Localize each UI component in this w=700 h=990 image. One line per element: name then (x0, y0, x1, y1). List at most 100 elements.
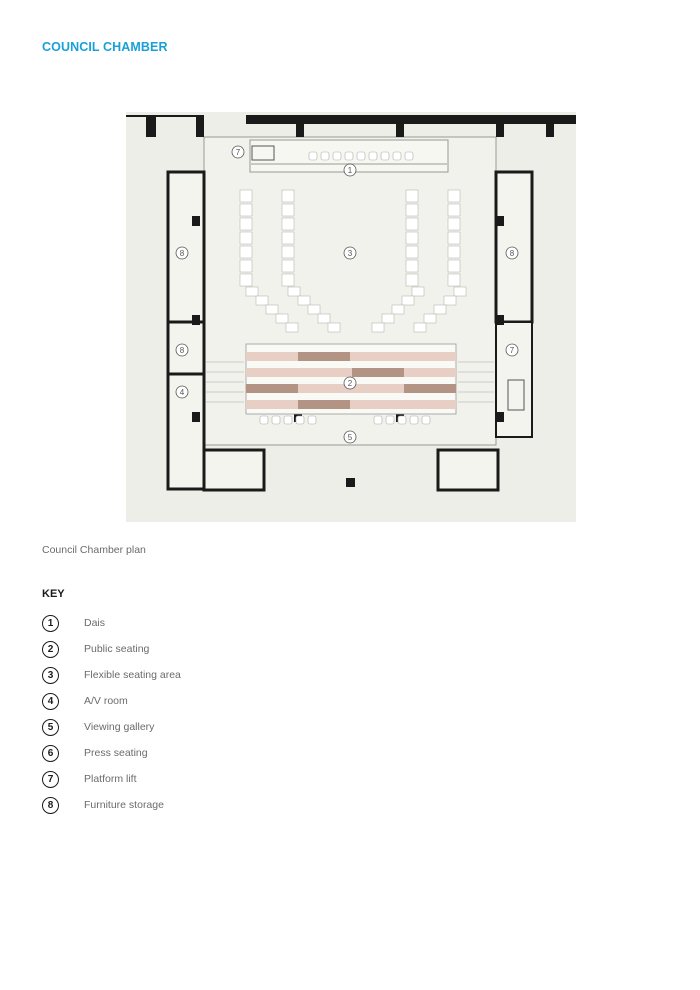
key-item: 3 Flexible seating area (42, 662, 181, 688)
svg-text:1: 1 (348, 166, 353, 175)
svg-text:4: 4 (180, 388, 185, 397)
svg-text:8: 8 (510, 249, 515, 258)
flex-desk (239, 203, 253, 217)
flex-desk (443, 295, 457, 306)
key-number-badge: 7 (42, 770, 59, 788)
flex-desk (405, 189, 419, 203)
flex-desk (405, 231, 419, 245)
dais-chair (404, 151, 414, 161)
flex-desk (281, 189, 295, 203)
flex-desk (433, 304, 447, 315)
plan-label-storage-left-upper: 8 (175, 246, 189, 260)
svg-text:8: 8 (180, 346, 185, 355)
flex-desk (371, 322, 385, 333)
top-wall (246, 115, 576, 124)
plan-label-dais: 1 (343, 163, 357, 177)
dais-chair (344, 151, 354, 161)
flex-desk (447, 217, 461, 231)
key-number-badge: 5 (42, 718, 59, 736)
gallery-chair (385, 415, 395, 425)
key-label: Public seating (84, 643, 150, 655)
key-label: Furniture storage (84, 799, 164, 811)
gallery-chair (409, 415, 419, 425)
flex-desk (297, 295, 311, 306)
key-number-badge: 1 (42, 614, 59, 632)
plan-label-storage-right: 8 (505, 246, 519, 260)
plan-label-storage-left-lower: 8 (175, 343, 189, 357)
flex-desk (239, 245, 253, 259)
flexible-seating-desks (239, 189, 467, 333)
flex-desk (265, 304, 279, 315)
flex-desk (281, 259, 295, 273)
flex-desk (423, 313, 437, 324)
flex-desk (391, 304, 405, 315)
gallery-chair (283, 415, 293, 425)
page-title: COUNCIL CHAMBER (42, 40, 168, 54)
gallery-chair (295, 415, 305, 425)
gallery-chair (259, 415, 269, 425)
key-number-badge: 4 (42, 692, 59, 710)
flex-desk (447, 231, 461, 245)
flex-desk (285, 322, 299, 333)
flex-desk (281, 245, 295, 259)
gallery-chair (373, 415, 383, 425)
svg-text:7: 7 (510, 346, 515, 355)
key-number-badge: 6 (42, 744, 59, 762)
dais-chair (368, 151, 378, 161)
key-number-badge: 8 (42, 796, 59, 814)
seat-row-dark (404, 384, 456, 393)
key-label: Flexible seating area (84, 669, 181, 681)
dais-chairs (308, 151, 414, 161)
svg-text:5: 5 (348, 433, 353, 442)
flex-desk (327, 322, 341, 333)
flex-desk (453, 286, 467, 297)
flex-desk (405, 273, 419, 287)
plan-label-av-room: 4 (175, 385, 189, 399)
dais-chair (308, 151, 318, 161)
dais-chair (332, 151, 342, 161)
key-item: 8 Furniture storage (42, 792, 181, 818)
gallery-chair (397, 415, 407, 425)
flex-desk (413, 322, 427, 333)
key-label: Platform lift (84, 773, 137, 785)
key-label: Viewing gallery (84, 721, 155, 733)
flex-desk (447, 273, 461, 287)
gallery-chair (421, 415, 431, 425)
flex-desk (245, 286, 259, 297)
key-item: 4 A/V room (42, 688, 181, 714)
key-item: 1 Dais (42, 610, 181, 636)
flex-desk (381, 313, 395, 324)
seat-row (246, 400, 456, 409)
gallery-chair (271, 415, 281, 425)
flex-desk (281, 217, 295, 231)
dais-chair (380, 151, 390, 161)
key-item: 2 Public seating (42, 636, 181, 662)
flex-desk (281, 231, 295, 245)
platform-lift-top (251, 145, 275, 161)
seat-row-dark (298, 400, 350, 409)
flex-desk (239, 259, 253, 273)
dais-chair (356, 151, 366, 161)
flex-desk (401, 295, 415, 306)
flex-desk (405, 203, 419, 217)
bottom-room-left (202, 448, 266, 492)
flex-desk (281, 273, 295, 287)
seat-row-dark (246, 384, 298, 393)
flex-desk (281, 203, 295, 217)
seat-row-dark (352, 368, 404, 377)
flex-desk (255, 295, 269, 306)
svg-text:8: 8 (180, 249, 185, 258)
seat-row (246, 352, 456, 361)
key-item: 6 Press seating (42, 740, 181, 766)
flex-desk (447, 189, 461, 203)
flex-desk (275, 313, 289, 324)
svg-text:2: 2 (348, 379, 353, 388)
seat-row (246, 368, 456, 377)
key-heading: KEY (42, 588, 65, 600)
key-list: 1 Dais 2 Public seating 3 Flexible seati… (42, 610, 181, 818)
flex-desk (239, 217, 253, 231)
flex-desk (287, 286, 301, 297)
flex-desk (405, 245, 419, 259)
plan-label-flexible-area: 3 (343, 246, 357, 260)
storage-room-left-upper (166, 170, 206, 324)
